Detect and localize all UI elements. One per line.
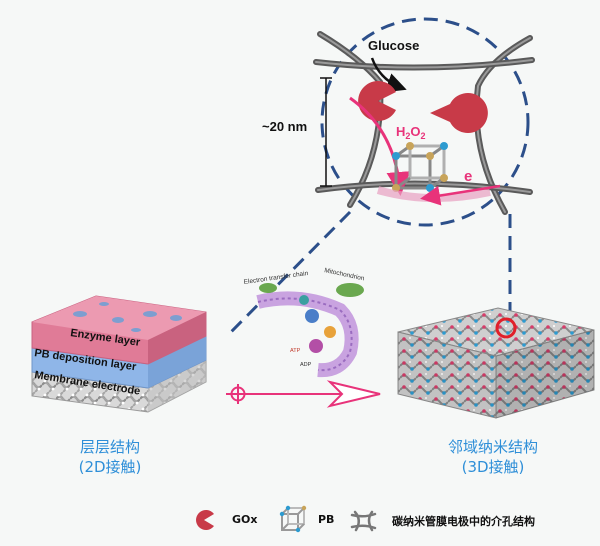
nanostructure-3d: [397, 307, 595, 419]
caption-3d: 邻域纳米结构 (3D接触): [418, 437, 568, 477]
scale-bar: [320, 77, 332, 187]
caption-3d-line1: 邻域纳米结构: [447, 438, 538, 456]
zoom-target-ring: [495, 317, 517, 339]
legend: [196, 505, 377, 533]
electron-arrow: [420, 184, 501, 206]
transition-arrow: [226, 380, 381, 408]
glucose-arrow: [370, 57, 407, 93]
electron-label: e: [464, 168, 472, 185]
zoom-connector-left: [226, 210, 352, 337]
caption-2d-line2: (2D接触): [78, 458, 142, 476]
caption-2d-line1: 层层结构: [79, 438, 140, 456]
adp-label: ADP: [300, 362, 312, 368]
legend-pb-icon: [279, 505, 307, 533]
legend-mesopore-icon: [350, 510, 377, 532]
legend-pb-label: PB: [318, 513, 335, 526]
caption-2d: 层层结构 (2D接触): [45, 437, 175, 477]
pb-cube-icon: [392, 142, 448, 192]
mitochondrion-label: Mitochondrion: [324, 267, 366, 282]
h2o2-label: H2O2: [396, 124, 426, 141]
legend-mesopore-label: 碳纳米管膜电极中的介孔结构: [392, 515, 535, 528]
legend-gox-label: GOx: [232, 513, 258, 526]
etc-label: Electron transfer chain: [243, 270, 309, 286]
atp-label: ATP: [290, 348, 301, 354]
legend-gox-icon: [196, 510, 214, 530]
mitochondrion-illustration: Electron transfer chain Mitochondrion AT…: [243, 267, 366, 378]
layered-electrode-2d: Enzyme layer PB deposition layer Membran…: [31, 295, 207, 413]
gox-enzyme-right-icon: [430, 93, 488, 133]
glucose-label: Glucose: [368, 38, 419, 53]
caption-3d-line2: (3D接触): [461, 458, 525, 476]
zoom-view: ~20 nm Glucose H2O2 e: [262, 17, 535, 227]
gox-enzyme-left-icon: [358, 81, 396, 121]
h2o2-flow-arrow: [349, 96, 411, 196]
scale-label: ~20 nm: [262, 119, 307, 134]
